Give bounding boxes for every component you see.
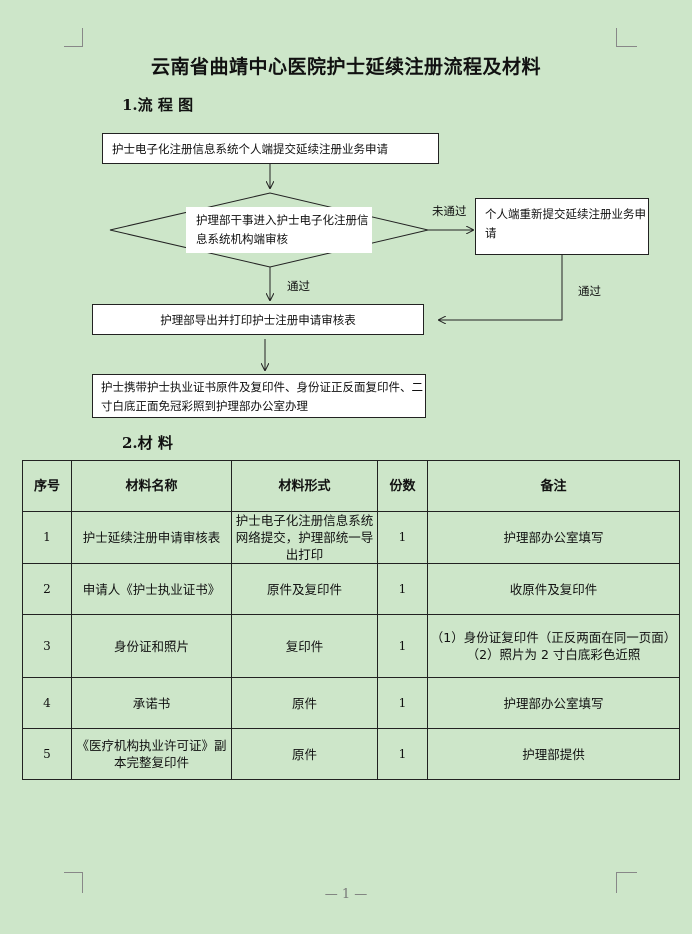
header-copies: 份数 — [377, 460, 428, 512]
cell-copies: 1 — [377, 563, 428, 615]
cell-material-form: 原件及复印件 — [231, 563, 378, 615]
label-not-passed: 未通过 — [432, 204, 467, 218]
cell-remarks: （1）身份证复印件（正反两面在同一页面） （2）照片为 2 寸白底彩色近照 — [427, 614, 680, 678]
cell-material-form: 原件 — [231, 677, 378, 729]
cell-index: 2 — [22, 563, 72, 615]
corner-mark-bottom-right — [616, 872, 637, 893]
cell-copies: 1 — [377, 614, 428, 678]
flowchart-connectors — [109, 164, 563, 440]
cell-material-name: 申请人《护士执业证书》 — [71, 563, 232, 615]
flow-step-print-form: 护理部导出并打印护士注册申请审核表 — [92, 304, 424, 335]
flow-step-nursing-review: 护理部干事进入护士电子化注册信息系统机构端审核 — [186, 207, 372, 253]
corner-mark-top-left — [64, 28, 83, 47]
cell-material-name: 身份证和照片 — [71, 614, 232, 678]
cell-copies: 1 — [377, 511, 428, 564]
table-header-row: 序号 材料名称 材料形式 份数 备注 — [22, 460, 680, 512]
label-passed-review: 通过 — [287, 279, 310, 293]
cell-remarks: 收原件及复印件 — [427, 563, 680, 615]
header-material-form: 材料形式 — [231, 460, 378, 512]
section-heading-materials: 2.材 料 — [122, 434, 173, 452]
cell-remarks: 护理部办公室填写 — [427, 677, 680, 729]
table-row: 4 承诺书 原件 1 护理部办公室填写 — [22, 677, 680, 729]
corner-mark-top-right — [616, 28, 637, 47]
cell-material-form: 原件 — [231, 728, 378, 780]
cell-remarks: 护理部提供 — [427, 728, 680, 780]
corner-mark-bottom-left — [64, 872, 83, 893]
materials-table: 序号 材料名称 材料形式 份数 备注 1 护士延续注册申请审核表 护士电子化注册… — [22, 460, 680, 780]
cell-index: 1 — [22, 511, 72, 564]
label-passed-resubmit: 通过 — [578, 284, 601, 298]
cell-index: 3 — [22, 614, 72, 678]
cell-material-name: 《医疗机构执业许可证》副本完整复印件 — [71, 728, 232, 780]
cell-material-form: 复印件 — [231, 614, 378, 678]
table-row: 2 申请人《护士执业证书》 原件及复印件 1 收原件及复印件 — [22, 563, 680, 615]
table-row: 3 身份证和照片 复印件 1 （1）身份证复印件（正反两面在同一页面） （2）照… — [22, 614, 680, 678]
cell-material-form: 护士电子化注册信息系统网络提交，护理部统一导出打印 — [231, 511, 378, 564]
cell-material-name: 护士延续注册申请审核表 — [71, 511, 232, 564]
cell-index: 4 — [22, 677, 72, 729]
table-row: 5 《医疗机构执业许可证》副本完整复印件 原件 1 护理部提供 — [22, 728, 680, 780]
flow-step-resubmit: 个人端重新提交延续注册业务申请 — [475, 198, 649, 255]
cell-material-name: 承诺书 — [71, 677, 232, 729]
header-material-name: 材料名称 — [71, 460, 232, 512]
table-row: 1 护士延续注册申请审核表 护士电子化注册信息系统网络提交，护理部统一导出打印 … — [22, 511, 680, 564]
header-index: 序号 — [22, 460, 72, 512]
flow-step-bring-materials: 护士携带护士执业证书原件及复印件、身份证正反面复印件、二寸白底正面免冠彩照到护理… — [92, 374, 426, 418]
cell-copies: 1 — [377, 677, 428, 729]
arrow-resubmit-to-print — [439, 255, 563, 320]
section-heading-flowchart: 1.流 程 图 — [122, 96, 194, 114]
page-title: 云南省曲靖中心医院护士延续注册流程及材料 — [150, 56, 541, 78]
cell-index: 5 — [22, 728, 72, 780]
cell-copies: 1 — [377, 728, 428, 780]
cell-remarks: 护理部办公室填写 — [427, 511, 680, 564]
header-remarks: 备注 — [427, 460, 680, 512]
flow-step-submit-application: 护士电子化注册信息系统个人端提交延续注册业务申请 — [102, 133, 439, 164]
page-number: — 1 — — [324, 887, 368, 902]
